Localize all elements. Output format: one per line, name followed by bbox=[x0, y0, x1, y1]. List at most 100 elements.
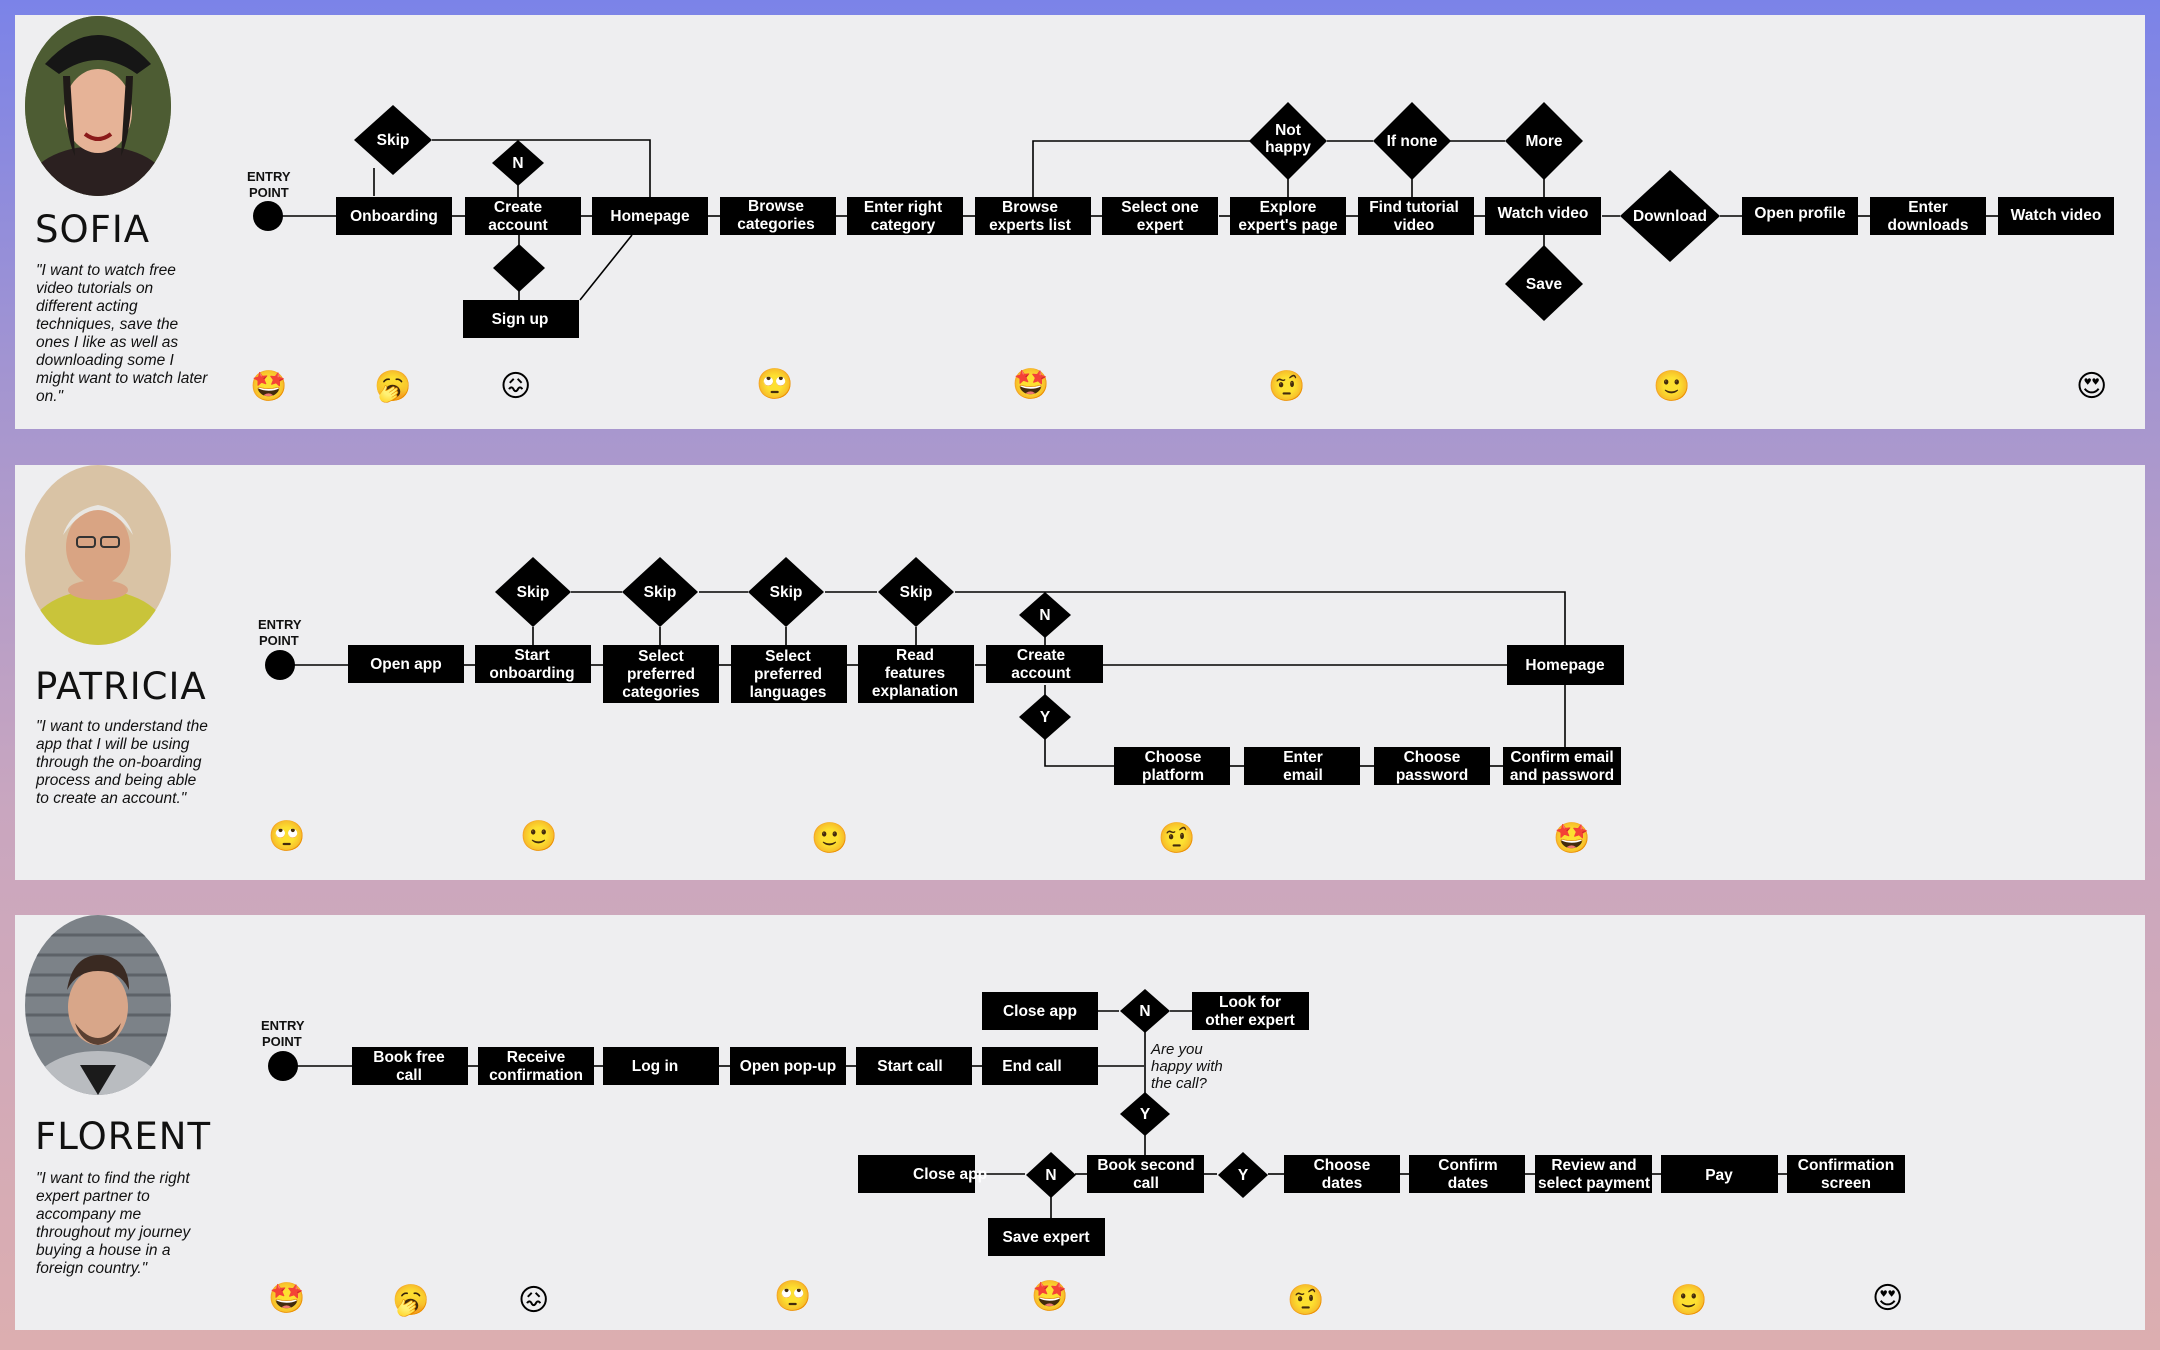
flow-node-label: account bbox=[1011, 665, 1070, 682]
flow-node-label: Confirmation bbox=[1798, 1157, 1894, 1174]
flow-node-label: account bbox=[488, 217, 547, 234]
avatar bbox=[25, 465, 171, 645]
decision-label: Not bbox=[1275, 122, 1301, 139]
flow-node: Sign up bbox=[463, 300, 579, 338]
confounded-icon: 😖 bbox=[518, 1283, 549, 1318]
flow-node-label: explanation bbox=[872, 683, 958, 700]
flow-node: Pay bbox=[1661, 1155, 1778, 1193]
emotion-markers: 🤩 🥱 😖 🙄 🤩 🤨 🙂 😍 bbox=[268, 1279, 1903, 1318]
slightly-smiling-icon: 🙂 bbox=[1670, 1283, 1707, 1318]
flow-node-label: Log in bbox=[632, 1058, 679, 1075]
decision-diamond: If none bbox=[1373, 102, 1451, 180]
avatar-photo-icon bbox=[25, 16, 171, 196]
flow-node: Start call bbox=[856, 1047, 972, 1085]
decision-label: Skip bbox=[517, 584, 550, 601]
entry-point-label: ENTRY bbox=[258, 617, 302, 632]
flow-node-label: Enter bbox=[1283, 749, 1323, 766]
flow-node-label: Onboarding bbox=[350, 208, 438, 225]
decision-diamond: Save bbox=[1505, 245, 1583, 321]
flow-node-label: Choose bbox=[1314, 1157, 1371, 1174]
slightly-smiling-icon: 🙂 bbox=[520, 819, 557, 854]
decision-diamond: Y bbox=[1120, 1092, 1170, 1136]
persona-quote: "I want to find the right expert partner… bbox=[36, 1170, 191, 1277]
flow-node-label: other expert bbox=[1205, 1012, 1295, 1029]
entry-point-node bbox=[265, 650, 295, 680]
slightly-smiling-icon: 🙂 bbox=[811, 821, 848, 856]
entry-point-label: POINT bbox=[249, 185, 289, 200]
decision-label: Save bbox=[1526, 276, 1563, 293]
star-struck-icon: 🤩 bbox=[1012, 367, 1049, 402]
flow-node-label: screen bbox=[1821, 1175, 1871, 1192]
sofia-connectors bbox=[268, 139, 1998, 301]
flow-node-label: Book second bbox=[1097, 1157, 1194, 1174]
flow-node-label: Open pop-up bbox=[740, 1058, 836, 1075]
flow-node: Download bbox=[1620, 170, 1720, 262]
persona-quote: "I want to understand the app that I wil… bbox=[36, 718, 208, 807]
flow-node-label: Save expert bbox=[1002, 1229, 1089, 1246]
flow-node-label: Open profile bbox=[1754, 205, 1846, 222]
decision-diamond: Skip bbox=[748, 557, 824, 627]
flow-node: Watch video bbox=[1998, 197, 2114, 235]
flow-node-label: dates bbox=[1448, 1175, 1489, 1192]
avatar bbox=[25, 16, 171, 196]
decision-diamond: Skip bbox=[878, 557, 954, 627]
raised-eyebrow-icon: 🤨 bbox=[1287, 1283, 1324, 1318]
emotion-markers: 🙄 🙂 🙂 🤨 🤩 bbox=[268, 819, 1590, 856]
rolling-eyes-icon: 🙄 bbox=[774, 1279, 811, 1314]
entry-point-label: POINT bbox=[259, 633, 299, 648]
flow-node-label: preferred bbox=[754, 666, 822, 683]
decision-label: Y bbox=[1040, 709, 1051, 726]
flow-node: Save expert bbox=[988, 1218, 1105, 1256]
flow-node-label: Watch video bbox=[1498, 205, 1589, 222]
flow-node-label: Create bbox=[494, 199, 543, 216]
flow-node-label: Confirm email bbox=[1510, 749, 1613, 766]
flow-node-label: category bbox=[871, 217, 936, 234]
decision-label: Skip bbox=[900, 584, 933, 601]
flow-node-label: Start bbox=[514, 647, 549, 664]
persona-quote: "I want to watch free video tutorials on… bbox=[36, 262, 208, 405]
persona-name: FLORENT bbox=[35, 1115, 212, 1158]
yawning-icon: 🥱 bbox=[374, 369, 411, 404]
decision-question: Are you bbox=[1150, 1041, 1203, 1058]
flow-node-label: expert's page bbox=[1238, 217, 1338, 234]
flow-node: Homepage bbox=[1507, 645, 1624, 685]
entry-point-node bbox=[253, 201, 283, 231]
flow-node-label: Choose bbox=[1145, 749, 1202, 766]
flow-node-label: Select one bbox=[1121, 199, 1199, 216]
decision-label: N bbox=[1045, 1167, 1056, 1184]
flow-node-label: features bbox=[885, 665, 945, 682]
rolling-eyes-icon: 🙄 bbox=[756, 367, 793, 402]
emotion-markers: 🤩 🥱 😖 🙄 🤩 🤨 🙂 😍 bbox=[250, 367, 2107, 404]
flow-node-label: Download bbox=[1633, 208, 1707, 225]
flow-node: Open profile bbox=[1742, 197, 1858, 235]
heart-eyes-icon: 😍 bbox=[2076, 369, 2107, 404]
flow-node-label: Homepage bbox=[610, 208, 690, 225]
flow-node-label: Select bbox=[765, 648, 811, 665]
heart-eyes-icon: 😍 bbox=[1872, 1281, 1903, 1316]
flow-node-label: confirmation bbox=[489, 1067, 583, 1084]
flow-node-label: and password bbox=[1510, 767, 1614, 784]
flow-node-label: Book free bbox=[373, 1049, 445, 1066]
flow-node-label: experts list bbox=[989, 217, 1071, 234]
star-struck-icon: 🤩 bbox=[1553, 821, 1590, 856]
rolling-eyes-icon: 🙄 bbox=[268, 819, 305, 854]
flow-node-label: Homepage bbox=[1525, 657, 1605, 674]
flow-node-label: Find tutorial bbox=[1369, 199, 1459, 216]
persona-name: PATRICIA bbox=[35, 665, 207, 708]
flow-node: Open pop-up bbox=[730, 1047, 846, 1085]
flow-node-label: select payment bbox=[1538, 1175, 1650, 1192]
flow-node-label: video bbox=[1394, 217, 1434, 234]
flow-node-label: call bbox=[1133, 1175, 1159, 1192]
